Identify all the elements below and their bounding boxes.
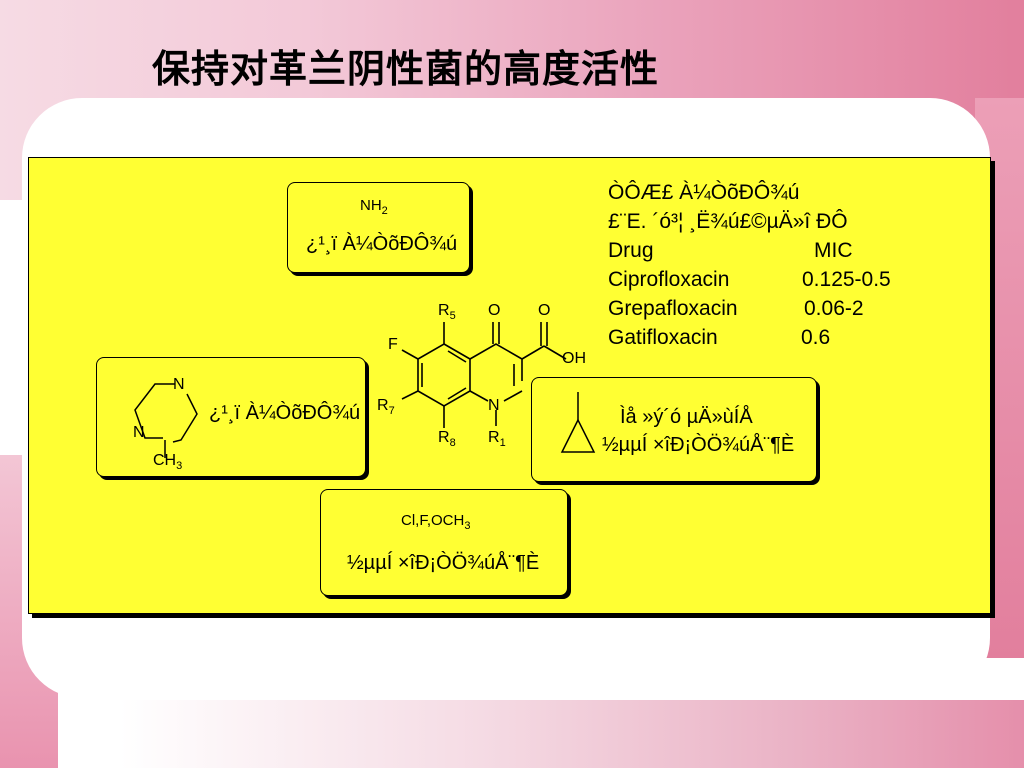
header-mic: MIC xyxy=(814,239,853,262)
piperazine-note: ¿¹¸ï À¼ÒõÐÔ¾ú xyxy=(209,402,361,424)
table-row: Ciprofloxacin 0.125-0.5 xyxy=(608,265,891,294)
halogen-note: ½µµÍ ×îÐ¡ÒÖ¾úÅ¨¶È xyxy=(347,552,540,574)
drug-name: Ciprofloxacin xyxy=(608,268,730,291)
methyl-label: CH3 xyxy=(153,452,183,473)
r5-label: R5 xyxy=(438,302,456,323)
ring-nitrogen-bottom: N xyxy=(133,424,145,441)
info-heading-1: ÒÔÆ£ À¼ÒõÐÔ¾ú xyxy=(608,181,800,204)
ring-nitrogen-top: N xyxy=(173,376,185,393)
hydroxyl-label: OH xyxy=(562,350,586,367)
r8-label: R8 xyxy=(438,429,456,450)
piperazine-ring-drawing xyxy=(134,383,198,458)
header-drug: Drug xyxy=(608,239,654,262)
drug-name: Gatifloxacin xyxy=(608,326,718,349)
mic-value: 0.06-2 xyxy=(804,297,864,320)
mic-info-block: ÒÔÆ£ À¼ÒõÐÔ¾ú £¨E. ´ó³¦ ¸Ë¾ú£©µÄ»î ÐÔ Dr… xyxy=(608,178,891,352)
r1-label: R1 xyxy=(488,429,506,450)
substituent-box-cyclopropyl: Ìå »ý´ó µÄ»ùÍÅ ½µµÍ ×îÐ¡ÒÖ¾úÅ¨¶È xyxy=(531,377,817,482)
r7-label: R7 xyxy=(377,397,395,418)
substituent-box-halogen: Cl,F,OCH3 ½µµÍ ×îÐ¡ÒÖ¾úÅ¨¶È xyxy=(320,489,568,596)
table-row: Grepafloxacin 0.06-2 xyxy=(608,294,864,323)
keto-oxygen-label: O xyxy=(488,302,501,319)
cyclopropyl-note-2: ½µµÍ ×îÐ¡ÒÖ¾úÅ¨¶È xyxy=(602,434,795,456)
amino-note: ¿¹¸ï À¼ÒõÐÔ¾ú xyxy=(306,233,458,255)
info-table-header: Drug MIC xyxy=(608,236,853,265)
amino-label: NH2 xyxy=(360,197,388,217)
cyclopropyl-drawing xyxy=(560,392,596,453)
slide-title: 保持对革兰阴性菌的高度活性 xyxy=(152,47,660,91)
info-heading-2: £¨E. ´ó³¦ ¸Ë¾ú£©µÄ»î ÐÔ xyxy=(608,210,848,233)
ring-nitrogen-label: N xyxy=(488,397,500,414)
table-row: Gatifloxacin 0.6 xyxy=(608,323,848,352)
carboxyl-oxygen-label: O xyxy=(538,302,551,319)
halogen-label: Cl,F,OCH3 xyxy=(401,512,471,532)
mic-value: 0.6 xyxy=(801,326,831,349)
drug-name: Grepafloxacin xyxy=(608,297,738,320)
background-bottom-band xyxy=(120,700,1024,768)
substituent-box-piperazine: N N CH3 ¿¹¸ï À¼ÒõÐÔ¾ú xyxy=(96,357,366,477)
substituent-box-amino: NH2 ¿¹¸ï À¼ÒõÐÔ¾ú xyxy=(287,182,470,273)
mic-value: 0.125-0.5 xyxy=(802,268,891,291)
cyclopropyl-note-1: Ìå »ý´ó µÄ»ùÍÅ xyxy=(620,406,753,428)
fluorine-label: F xyxy=(388,336,398,353)
